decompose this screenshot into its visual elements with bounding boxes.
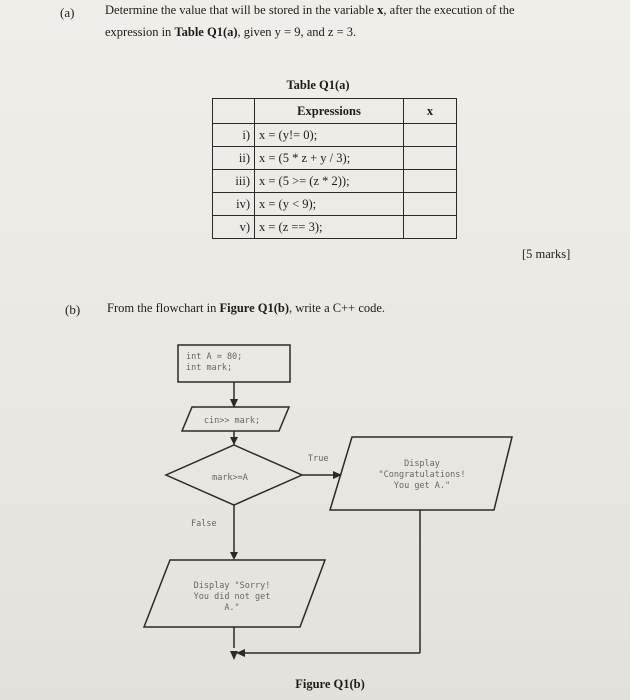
part-a-line-2: expression in Table Q1(a), given y = 9, … — [105, 25, 357, 39]
expressions-table: Expressions x i) x = (y!= 0); ii) x = (5… — [212, 98, 457, 239]
part-a-label: (a) — [60, 5, 75, 20]
table-row: i) x = (y!= 0); — [212, 123, 457, 147]
row-number: iv) — [212, 192, 255, 216]
row-answer — [403, 192, 457, 216]
display-true-line-2: "Congratulations! — [379, 470, 466, 480]
figure-ref: Figure Q1(b) — [219, 301, 290, 315]
table-header-row: Expressions x — [212, 98, 457, 124]
display-false-line-1: Display "Sorry! — [194, 581, 271, 591]
arrow-head — [230, 651, 238, 660]
arrow-head — [230, 552, 238, 560]
figure-caption: Figure Q1(b) — [295, 677, 365, 691]
row-answer — [403, 169, 457, 193]
header-expressions: Expressions — [254, 98, 404, 124]
row-expression: x = (5 >= (z * 2)); — [254, 169, 404, 193]
false-label: False — [191, 519, 217, 529]
declaration-line-1: int A = 80; — [186, 352, 242, 362]
row-expression: x = (5 * z + y / 3); — [254, 146, 404, 170]
row-number: ii) — [212, 146, 255, 170]
table-corner — [212, 98, 255, 124]
table-ref: Table Q1(a) — [174, 25, 238, 39]
arrow-head — [230, 399, 238, 408]
table-caption: Table Q1(a) — [286, 78, 350, 92]
display-true-line-1: Display — [404, 459, 440, 469]
table-row: iii) x = (5 >= (z * 2)); — [212, 169, 457, 193]
input-box — [180, 406, 291, 432]
part-a-question: Determine the value that will be stored … — [105, 0, 605, 43]
table-row: v) x = (z == 3); — [212, 215, 457, 239]
header-x: x — [403, 98, 457, 124]
part-a-line-1: Determine the value that will be stored … — [105, 3, 515, 17]
table-row: ii) x = (5 * z + y / 3); — [212, 146, 457, 170]
row-number: i) — [212, 123, 255, 147]
display-false-line-3: A." — [224, 603, 239, 613]
marks-label: [5 marks] — [522, 247, 571, 261]
row-answer — [403, 215, 457, 239]
row-expression: x = (y < 9); — [254, 192, 404, 216]
display-false-line-2: You did not get — [194, 592, 271, 602]
row-number: iii) — [212, 169, 255, 193]
declaration-line-2: int mark; — [186, 363, 232, 373]
variable-x: x — [377, 3, 384, 17]
decision-text: mark>=A — [212, 473, 248, 483]
display-true-box — [328, 436, 513, 511]
row-number: v) — [212, 215, 255, 239]
row-answer — [403, 123, 457, 147]
flowchart: int A = 80; int mark; cin>> mark; mark>=… — [142, 344, 513, 660]
part-b-label: (b) — [65, 302, 81, 317]
arrow-head — [333, 471, 342, 479]
part-b-question: From the flowchart in Figure Q1(b), writ… — [107, 301, 386, 315]
arrow-head — [236, 649, 245, 657]
input-text: cin>> mark; — [204, 416, 260, 426]
display-false-box — [142, 559, 327, 628]
row-expression: x = (y!= 0); — [254, 123, 404, 147]
table-row: iv) x = (y < 9); — [212, 192, 457, 216]
arrow-head — [230, 437, 238, 445]
true-label: True — [308, 454, 328, 464]
row-expression: x = (z == 3); — [254, 215, 404, 239]
row-answer — [403, 146, 457, 170]
display-true-line-3: You get A." — [394, 481, 450, 491]
